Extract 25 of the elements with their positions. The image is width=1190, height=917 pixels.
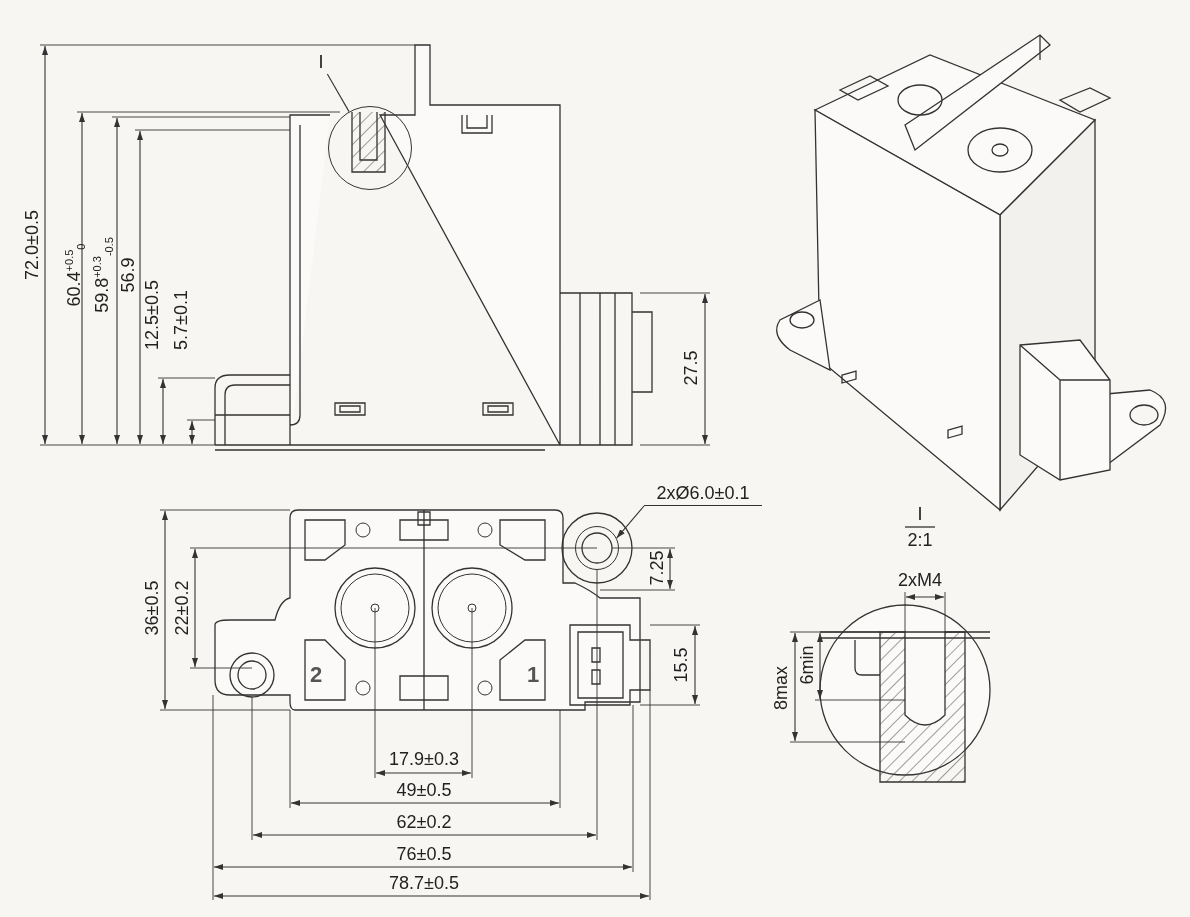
scale-label: 2:1	[907, 530, 933, 550]
dimension-value: 2xØ6.0±0.1	[644, 483, 762, 506]
dimension-value: 17.9±0.3	[389, 749, 459, 769]
dimension-value: 5.7±0.1	[171, 290, 191, 350]
dimension-value: 6min	[797, 645, 817, 685]
dimension-value: 2xM4	[898, 570, 942, 590]
dimension-value: 22±0.2	[172, 580, 192, 636]
detail-label: I	[917, 504, 923, 524]
dimension-value: 62±0.2	[396, 812, 452, 832]
dimension-value: 36±0.5	[142, 580, 162, 636]
dimension-value: 49±0.5	[396, 780, 452, 800]
dimension-value: 76±0.5	[396, 844, 452, 864]
leader-line	[326, 73, 350, 113]
terminal-number: 1	[526, 665, 540, 685]
leader-line	[616, 505, 645, 539]
detail-label: I	[313, 52, 329, 74]
dimension-value: 8max	[771, 666, 791, 710]
dimension-value: 78.7±0.5	[389, 873, 459, 893]
dimension-value: 27.5	[681, 350, 701, 386]
dimension-value: 12.5±0.5	[142, 280, 162, 350]
dimension-value: 15.5	[671, 647, 691, 683]
terminal-number: 2	[309, 665, 323, 685]
dimension-value: 56.9	[118, 257, 138, 293]
dimension-value: 72.0±0.5	[22, 210, 42, 280]
dimension-value: 7.25	[647, 550, 667, 586]
